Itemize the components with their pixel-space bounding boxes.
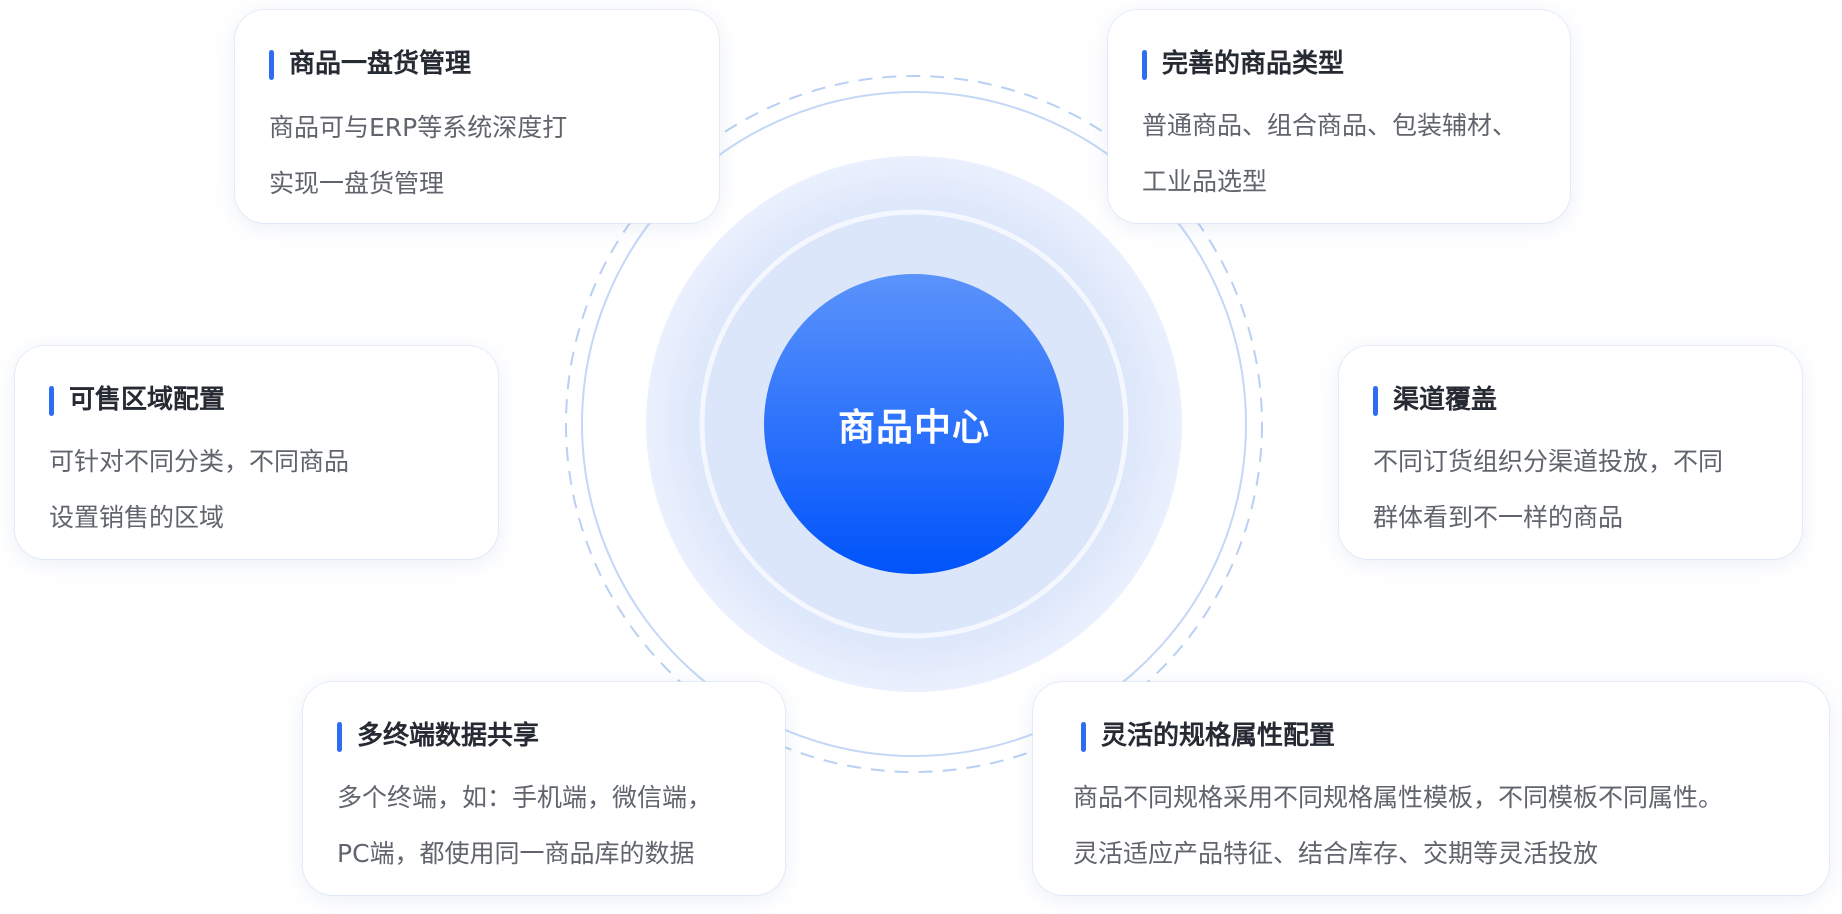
- card-text-line: 工业品选型: [1142, 167, 1268, 196]
- accent-bar: [269, 50, 274, 80]
- accent-bar: [1081, 722, 1086, 752]
- card-text-line: 设置销售的区域: [49, 503, 225, 532]
- outer-dashed-ring: [565, 75, 1263, 773]
- card-text-line: PC端，都使用同一商品库的数据: [337, 839, 695, 868]
- feature-card-sales-region: 可售区域配置 可针对不同分类，不同商品 设置销售的区域: [15, 346, 498, 559]
- card-text-line: 普通商品、组合商品、包装辅材、: [1142, 111, 1518, 140]
- accent-bar: [1373, 386, 1378, 416]
- feature-card-inventory: 商品一盘货管理 商品可与ERP等系统深度打 实现一盘货管理: [235, 10, 719, 223]
- card-title: 完善的商品类型: [1142, 48, 1344, 80]
- card-text-line: 灵活适应产品特征、结合库存、交期等灵活投放: [1073, 839, 1599, 868]
- card-title: 可售区域配置: [49, 384, 225, 416]
- card-text-line: 不同订货组织分渠道投放，不同: [1373, 447, 1724, 476]
- card-text-line: 群体看到不一样的商品: [1373, 503, 1624, 532]
- feature-card-spec-attributes: 灵活的规格属性配置 商品不同规格采用不同规格属性模板，不同模板不同属性。 灵活适…: [1033, 682, 1829, 895]
- feature-card-channel-coverage: 渠道覆盖 不同订货组织分渠道投放，不同 群体看到不一样的商品: [1339, 346, 1802, 559]
- card-title: 商品一盘货管理: [269, 48, 471, 80]
- feature-card-product-types: 完善的商品类型 普通商品、组合商品、包装辅材、 工业品选型: [1108, 10, 1570, 223]
- card-text-line: 实现一盘货管理: [269, 169, 445, 198]
- accent-bar: [1142, 50, 1147, 80]
- card-text-line: 商品不同规格采用不同规格属性模板，不同模板不同属性。: [1073, 783, 1724, 812]
- accent-bar: [49, 386, 54, 416]
- outer-solid-ring: [581, 91, 1247, 757]
- center-label: 商品中心: [838, 406, 990, 449]
- card-text-line: 可针对不同分类，不同商品: [49, 447, 350, 476]
- core-circle: [764, 274, 1064, 574]
- card-title: 渠道覆盖: [1373, 384, 1497, 416]
- accent-bar: [337, 722, 342, 752]
- card-text-line: 商品可与ERP等系统深度打: [269, 113, 568, 142]
- feature-card-multi-terminal: 多终端数据共享 多个终端，如：手机端，微信端， PC端，都使用同一商品库的数据: [303, 682, 785, 895]
- card-text-line: 多个终端，如：手机端，微信端，: [337, 783, 713, 812]
- card-title: 多终端数据共享: [337, 720, 539, 752]
- card-title: 灵活的规格属性配置: [1081, 720, 1335, 752]
